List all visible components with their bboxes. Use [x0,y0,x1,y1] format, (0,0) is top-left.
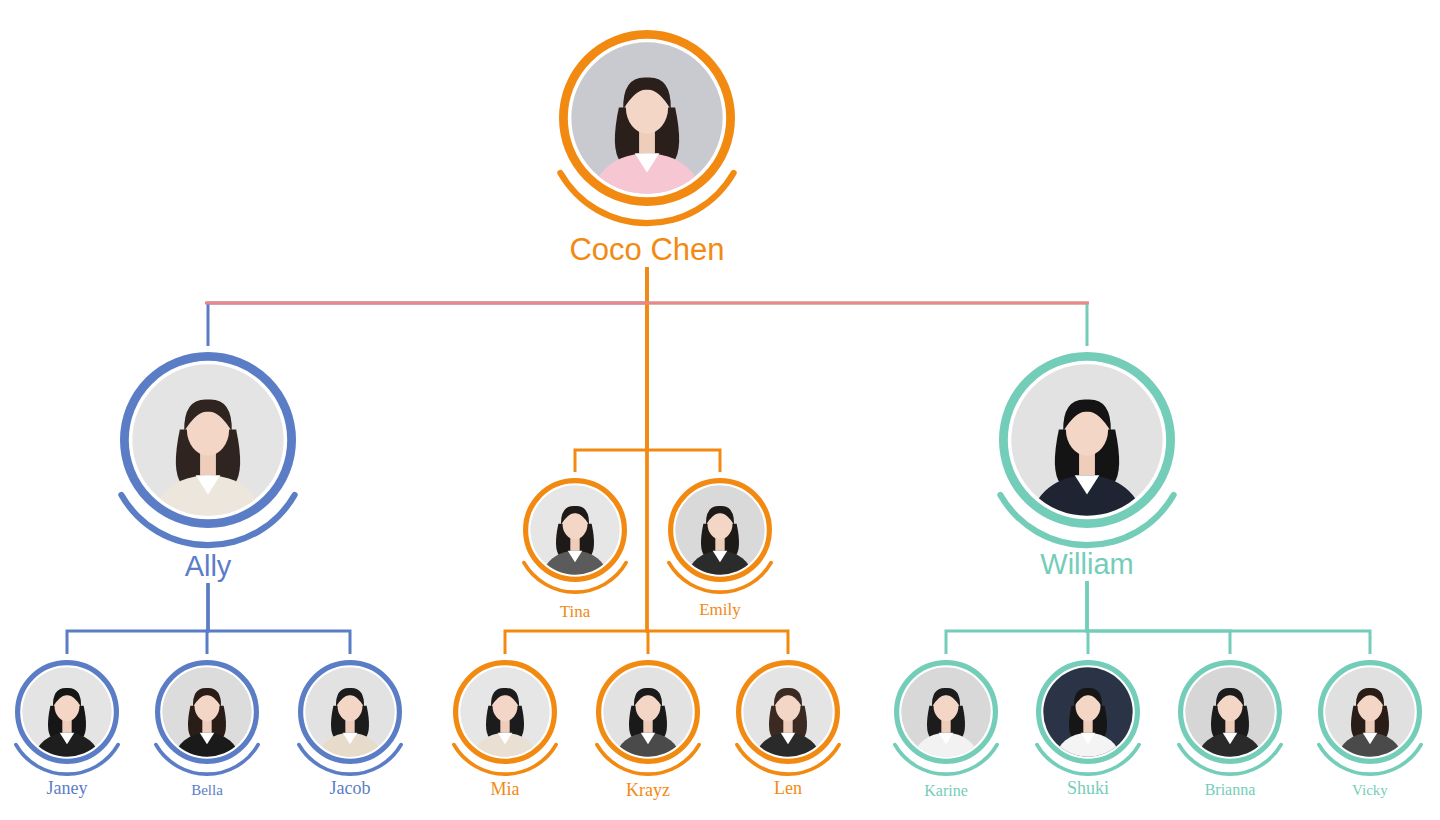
avatar-figure [143,654,271,777]
person-name: William [1038,549,1135,581]
branch-bar [205,302,1089,305]
avatar-photo [596,660,700,785]
person-node: Emily [656,472,784,619]
avatar-arc [522,561,628,594]
person-node: Bella [143,654,271,798]
person-node: Karine [882,654,1010,800]
person-node: Jacob [286,654,414,799]
person-node: Shuki [1024,654,1152,799]
avatar-photo [120,352,296,563]
person-node: Mia [441,654,569,800]
avatar-figure [1166,654,1294,777]
person-node: Ally [108,346,308,583]
avatar-figure [882,654,1010,777]
avatar-figure [286,654,414,777]
avatar-photo [1036,660,1140,785]
avatar-photo [1178,660,1282,785]
person-name: Janey [45,779,90,799]
avatar-figure [656,472,784,595]
avatar-photo [894,660,998,785]
person-node: Janey [3,654,131,799]
avatar-arc [297,743,403,776]
avatar-photo [155,660,259,785]
avatar-photo [453,660,557,785]
avatar-photo [668,478,772,603]
avatar-arc [893,743,999,776]
avatar-figure [511,472,639,595]
org-connector [208,583,350,654]
org-connector [208,267,647,346]
person-name: Ally [183,551,234,583]
person-name: Len [772,779,804,799]
avatar-arc [557,170,736,226]
avatar-figure [724,654,852,777]
person-name: Karine [922,782,970,800]
org-connector [647,267,788,654]
person-node: Krayz [584,654,712,801]
person-name: Krayz [624,781,672,801]
avatar-photo [999,352,1175,563]
avatar-figure [1024,654,1152,777]
person-name: Brianna [1203,781,1258,799]
person-node: Coco Chen [547,24,747,267]
org-connector [647,267,1087,346]
person-node: Len [724,654,852,799]
person-node: Brianna [1166,654,1294,799]
avatar-figure [3,654,131,777]
person-name: Tina [558,603,593,622]
avatar-arc [1035,743,1141,776]
person-name: Shuki [1065,779,1111,799]
org-connector [505,267,647,654]
avatar-photo [15,660,119,785]
avatar-figure [547,24,747,228]
avatar-arc [14,743,120,776]
person-node: Tina [511,472,639,621]
avatar-arc [1177,743,1283,776]
person-name: Coco Chen [567,233,726,267]
org-connector [647,267,720,472]
avatar-figure [108,346,308,550]
org-connector [1087,581,1230,654]
org-connector [67,583,208,654]
person-node: William [987,346,1187,581]
person-name: Mia [489,780,522,800]
person-name: Bella [189,782,225,799]
org-connector [575,267,647,472]
person-node: Vicky [1306,654,1434,798]
avatar-arc [667,561,773,594]
avatar-arc [595,743,701,776]
avatar-figure [1306,654,1434,777]
person-name: Vicky [1350,782,1390,799]
avatar-photo [736,660,840,785]
avatar-arc [452,743,558,776]
org-connector [946,581,1087,654]
org-connector [1087,581,1370,654]
avatar-arc [1317,743,1423,776]
avatar-figure [987,346,1187,550]
avatar-figure [441,654,569,777]
avatar-figure [584,654,712,777]
avatar-arc [118,492,297,548]
avatar-photo [523,478,627,603]
person-name: Emily [697,601,743,620]
avatar-photo [298,660,402,785]
avatar-arc [154,743,260,776]
avatar-photo [1318,660,1422,785]
person-name: Jacob [328,779,373,799]
avatar-arc [997,492,1176,548]
avatar-photo [559,30,735,241]
avatar-arc [735,743,841,776]
